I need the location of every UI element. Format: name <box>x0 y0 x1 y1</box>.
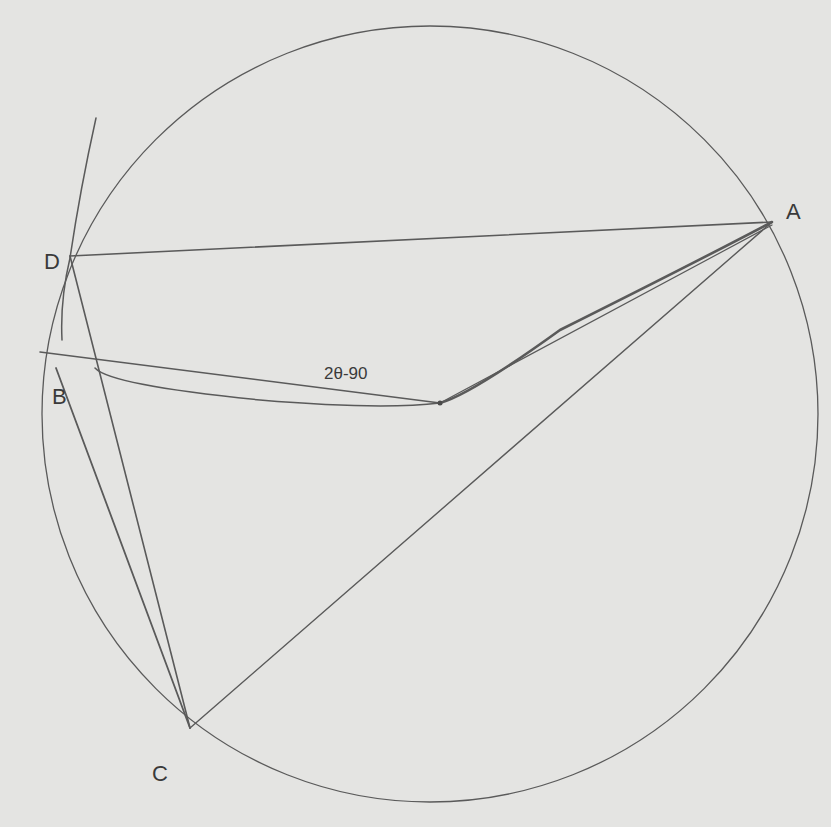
tangent-line <box>62 118 96 340</box>
radius-line <box>440 222 772 403</box>
point-label: A <box>784 200 803 224</box>
point-label: 2θ-90 <box>322 364 369 383</box>
point-label: C <box>150 762 170 786</box>
centre-point <box>438 401 443 406</box>
chord-ac <box>190 222 772 728</box>
point-label: B <box>50 385 69 409</box>
chord-dc <box>70 256 190 728</box>
curved-line <box>95 368 440 406</box>
circle <box>42 26 818 802</box>
point-label: D <box>42 250 62 274</box>
chord-da <box>70 222 772 256</box>
radius-line <box>440 225 772 403</box>
line-to-centre <box>40 352 440 403</box>
chord-bc <box>56 368 190 728</box>
